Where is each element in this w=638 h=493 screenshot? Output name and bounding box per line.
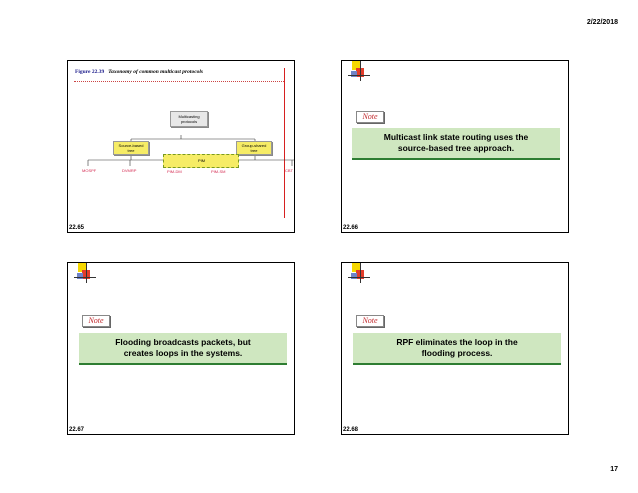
figure-label: Figure 22.39 [75, 69, 105, 75]
note-line: RPF eliminates the loop in the [396, 337, 518, 347]
note-line: Multicast link state routing uses the [383, 132, 529, 142]
slide-decoration [74, 263, 96, 283]
figure-rule [74, 81, 284, 82]
note-line: flooding process. [421, 348, 493, 358]
node-group-shared-tree: Group-shared tree [236, 141, 272, 155]
pim-group [163, 154, 239, 168]
slide-22-66: Note Multicast link state routing uses t… [341, 60, 569, 233]
node-text: tree [250, 148, 258, 153]
slide-number: 22.65 [69, 225, 85, 231]
note-box: Multicast link state routing uses the so… [352, 128, 560, 160]
note-label: Note [356, 111, 384, 123]
node-text: tree [127, 148, 135, 153]
page-date: 2/22/2018 [586, 19, 618, 26]
slide-decoration [348, 61, 370, 81]
node-text: Group-shared [241, 143, 267, 148]
node-text: Multicasting [178, 114, 200, 119]
leaf-pim-dm: PIM-DM [167, 169, 182, 174]
figure-caption: Taxonomy of common multicast protocols [108, 69, 204, 75]
note-line: creates loops in the systems. [123, 348, 243, 358]
note-line: source-based tree approach. [397, 143, 515, 153]
note-label: Note [356, 315, 384, 327]
note-label: Note [82, 315, 110, 327]
slide-number: 22.68 [343, 427, 359, 433]
figure-frame [74, 68, 285, 218]
node-multicasting-protocols: Multicasting protocols [170, 111, 208, 127]
leaf-mospf: MOSPF [82, 168, 97, 173]
node-source-based-tree: Source-based tree [113, 141, 149, 155]
node-text: Source-based [118, 143, 144, 148]
note-box: RPF eliminates the loop in the flooding … [353, 333, 561, 365]
slide-number: 22.67 [69, 427, 85, 433]
pim-label: PIM [198, 158, 206, 163]
page-number: 17 [610, 466, 618, 473]
slide-number: 22.66 [343, 225, 359, 231]
slide-22-67: Note Flooding broadcasts packets, but cr… [67, 262, 295, 435]
leaf-cbt: CBT [285, 168, 293, 173]
note-line: Flooding broadcasts packets, but [115, 337, 251, 347]
leaf-pim-sm: PIM-SM [211, 169, 226, 174]
node-text: protocols [180, 119, 198, 124]
leaf-dvmrp: DVMRP [122, 168, 137, 173]
note-box: Flooding broadcasts packets, but creates… [79, 333, 287, 365]
slide-decoration [348, 263, 370, 283]
slide-22-68: Note RPF eliminates the loop in the floo… [341, 262, 569, 435]
